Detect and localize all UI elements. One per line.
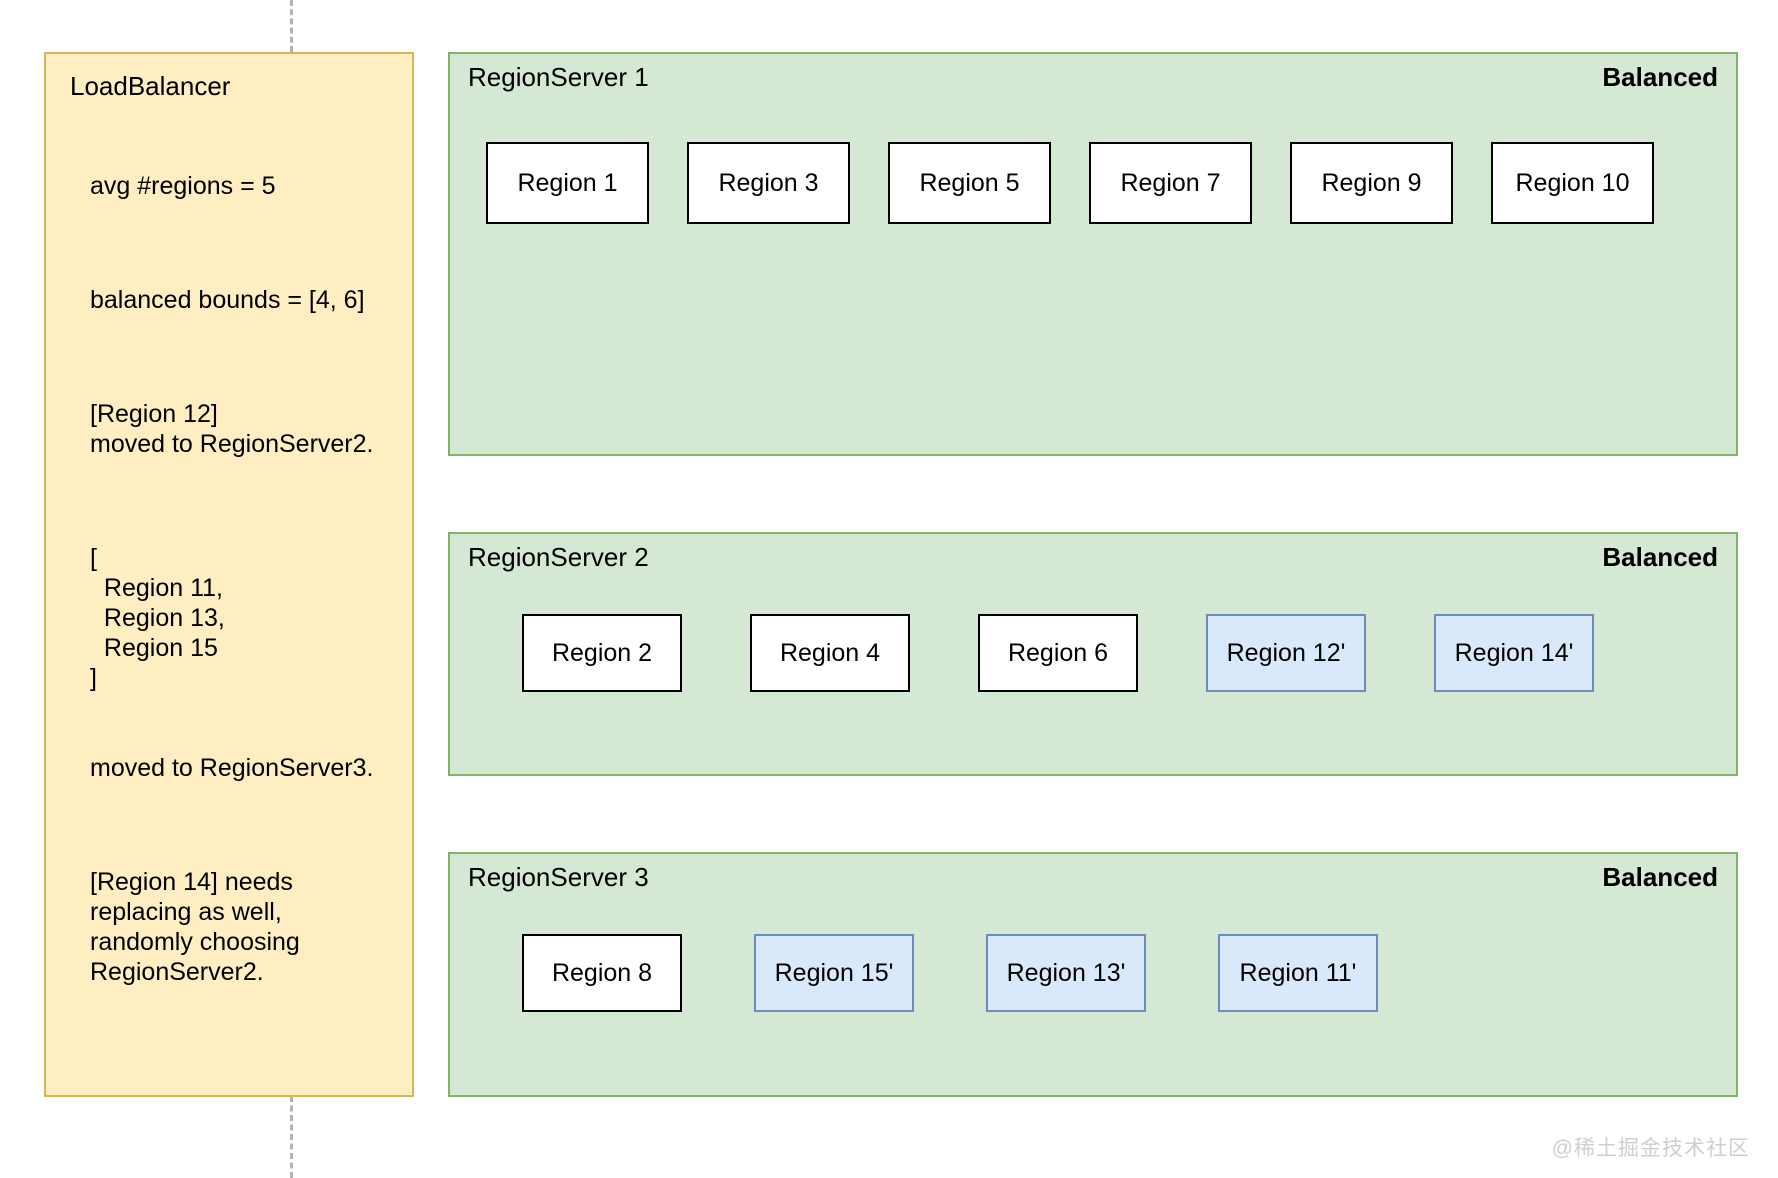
move-region-list-destination-text: moved to RegionServer3. (90, 753, 374, 782)
avg-regions-text: avg #regions = 5 (90, 171, 276, 200)
region-box-moved[interactable]: Region 14' (1434, 614, 1594, 692)
region-server-2-region-row: Region 2 Region 4 Region 6 Region 12' Re… (450, 614, 1736, 692)
region-box-moved[interactable]: Region 12' (1206, 614, 1366, 692)
region-box[interactable]: Region 9 (1290, 142, 1453, 224)
balanced-bounds-text: balanced bounds = [4, 6] (90, 285, 365, 314)
region-box[interactable]: Region 7 (1089, 142, 1252, 224)
region-box[interactable]: Region 2 (522, 614, 682, 692)
region-server-3-panel: RegionServer 3 Balanced Region 8 Region … (448, 852, 1738, 1097)
region-server-3-title: RegionServer 3 (468, 862, 649, 892)
region-server-2-panel: RegionServer 2 Balanced Region 2 Region … (448, 532, 1738, 776)
load-balancer-title: LoadBalancer (70, 71, 231, 101)
move-region-list-text: [ Region 11, Region 13, Region 15 ] (90, 543, 225, 692)
watermark: @稀土掘金技术社区 (1551, 1137, 1750, 1160)
region-server-2-title: RegionServer 2 (468, 542, 649, 572)
region-box[interactable]: Region 3 (687, 142, 850, 224)
region-server-3-header: RegionServer 3 Balanced (450, 854, 1736, 910)
region-server-2-status-badge: Balanced (1602, 542, 1718, 572)
region-box-moved[interactable]: Region 11' (1218, 934, 1378, 1012)
load-balancer-panel: LoadBalancer avg #regions = 5 balanced b… (44, 52, 414, 1097)
region-server-2-header: RegionServer 2 Balanced (450, 534, 1736, 590)
region-box[interactable]: Region 8 (522, 934, 682, 1012)
connector-line-top (290, 0, 293, 52)
region-box[interactable]: Region 4 (750, 614, 910, 692)
region-server-1-panel: RegionServer 1 Balanced Region 1 Region … (448, 52, 1738, 456)
region-box[interactable]: Region 6 (978, 614, 1138, 692)
region-server-1-title: RegionServer 1 (468, 62, 649, 92)
region-server-3-region-row: Region 8 Region 15' Region 13' Region 11… (450, 934, 1736, 1012)
move-region-12-text: [Region 12] moved to RegionServer2. (90, 399, 374, 458)
region-server-1-header: RegionServer 1 Balanced (450, 54, 1736, 110)
region-server-1-status-badge: Balanced (1602, 62, 1718, 92)
region-box[interactable]: Region 10 (1491, 142, 1654, 224)
region-server-1-region-row: Region 1 Region 3 Region 5 Region 7 Regi… (450, 142, 1736, 224)
region-box-moved[interactable]: Region 13' (986, 934, 1146, 1012)
connector-line-bottom (290, 1096, 293, 1178)
region-server-3-status-badge: Balanced (1602, 862, 1718, 892)
region-box-moved[interactable]: Region 15' (754, 934, 914, 1012)
region-box[interactable]: Region 1 (486, 142, 649, 224)
load-balancer-body: avg #regions = 5 balanced bounds = [4, 6… (70, 111, 388, 1071)
region-box[interactable]: Region 5 (888, 142, 1051, 224)
region-14-note-text: [Region 14] needs replacing as well, ran… (90, 867, 300, 986)
